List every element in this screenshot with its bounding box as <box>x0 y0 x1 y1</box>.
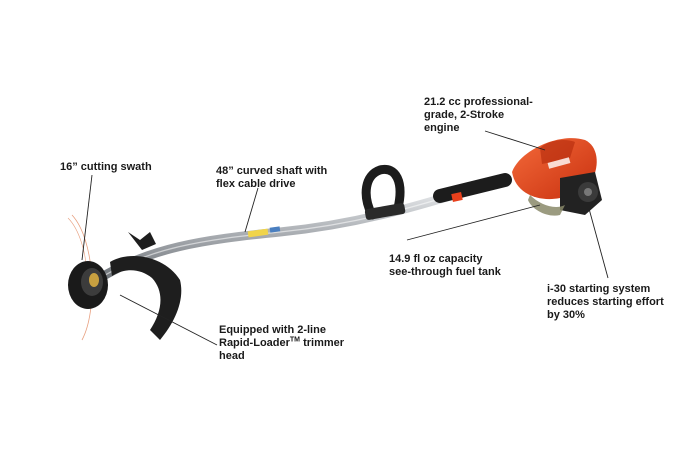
shaft-decal <box>247 228 269 238</box>
callout-text: 48” curved shaft with <box>216 165 328 177</box>
callout-text: 21.2 cc professional- <box>424 96 533 108</box>
trimmer-head <box>68 261 108 309</box>
throttle-trigger <box>451 192 463 202</box>
callout-starting-system: i-30 starting system reduces starting ef… <box>547 283 664 322</box>
callout-cutting-swath: 16” cutting swath <box>60 161 152 174</box>
callout-text: Rapid-Loader <box>219 337 290 349</box>
debris-shield <box>110 256 182 340</box>
engine <box>512 138 602 216</box>
callout-text: by 30% <box>547 309 585 321</box>
callout-engine: 21.2 cc professional- grade, 2-Stroke en… <box>424 96 533 135</box>
callout-text: head <box>219 350 245 362</box>
callout-text: grade, 2-Stroke <box>424 109 505 121</box>
callout-text: engine <box>424 122 460 134</box>
cutting-swath-arc <box>67 217 87 269</box>
callout-text-line-2: Rapid-LoaderTM trimmer <box>219 336 345 350</box>
callout-text: reduces starting effort <box>547 296 664 308</box>
callout-text: i-30 starting system <box>547 283 651 295</box>
trademark-mark: TM <box>289 336 301 344</box>
callout-text: 16” cutting swath <box>60 161 152 173</box>
leader-lines <box>81 130 609 346</box>
rear-grip <box>433 173 512 203</box>
callout-trimmer-head: Equipped with 2-line Rapid-LoaderTM trim… <box>219 324 344 363</box>
loop-handle <box>361 164 405 220</box>
callout-fuel-tank: 14.9 fl oz capacity see-through fuel tan… <box>389 253 501 279</box>
callout-text: Equipped with 2-line <box>219 324 326 336</box>
callout-curved-shaft: 48” curved shaft with flex cable drive <box>216 165 327 191</box>
callout-text: trimmer <box>300 337 345 349</box>
callout-text: 14.9 fl oz capacity <box>389 253 483 265</box>
callout-text: see-through fuel tank <box>389 266 501 278</box>
callout-text: flex cable drive <box>216 178 296 190</box>
